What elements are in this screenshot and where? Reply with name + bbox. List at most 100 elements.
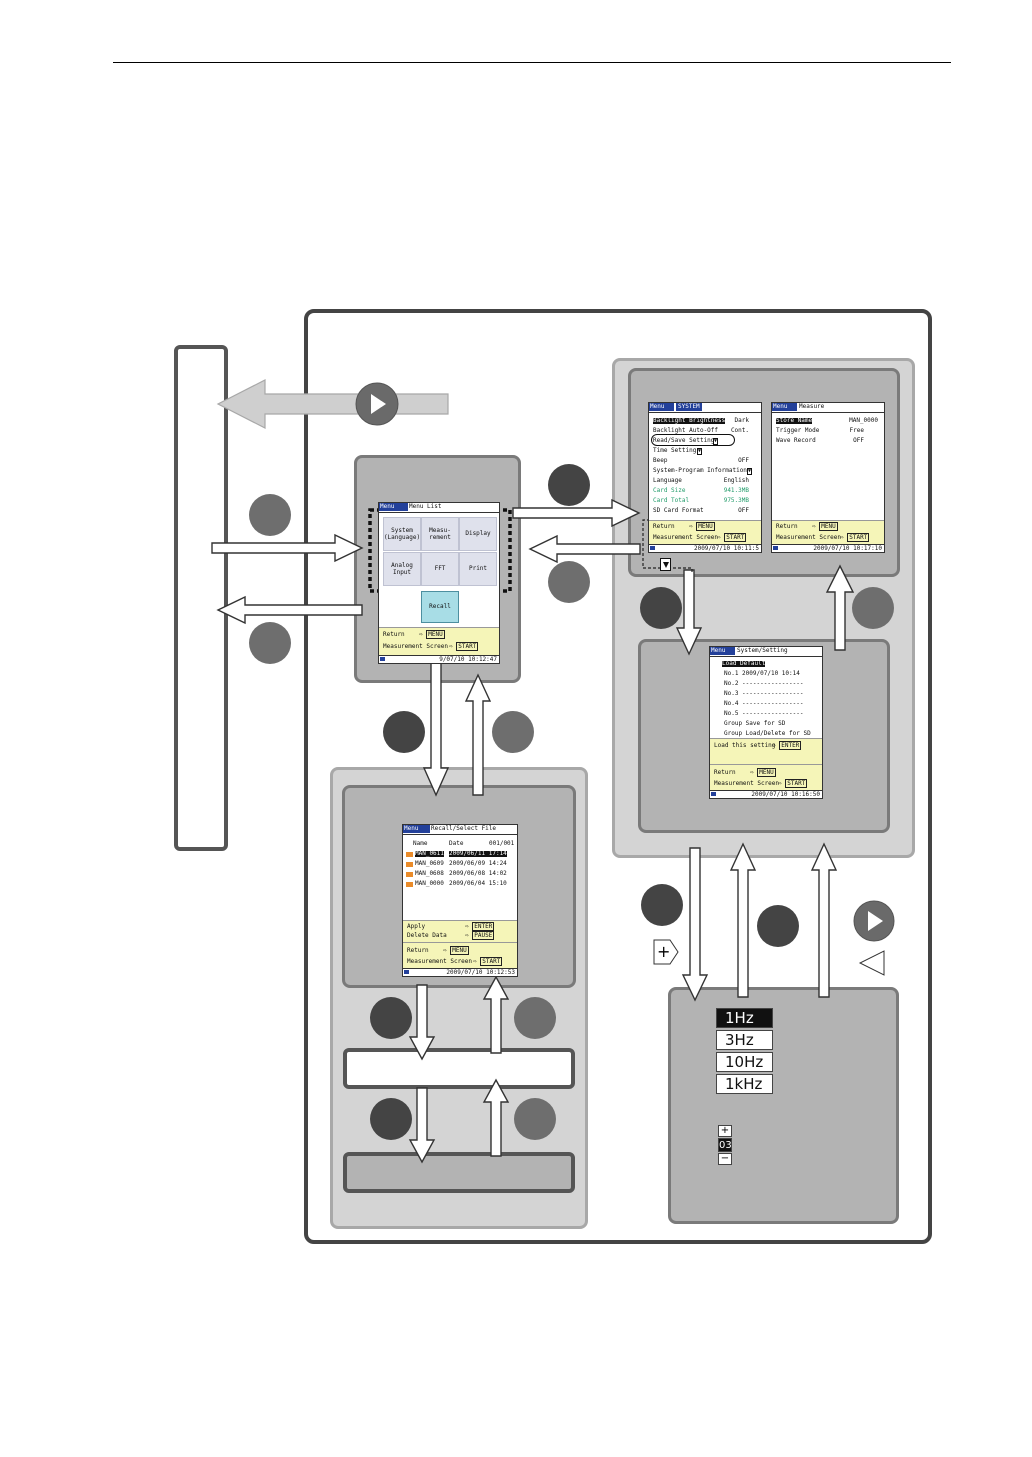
file-icon (406, 882, 413, 887)
setting-row[interactable]: No.1 2009/07/10 10:14 (724, 670, 800, 677)
menu-key: MENU (757, 768, 776, 777)
system-row-label[interactable]: Language (653, 477, 682, 484)
menu-cell-fft[interactable]: FFT (421, 552, 459, 586)
read-save-highlight (651, 434, 735, 446)
arrow-start-to-bar (216, 379, 449, 429)
system-row-label[interactable]: Time Setting (653, 447, 697, 454)
enter-key: ENTER (779, 741, 802, 750)
arrow-system-to-menu (528, 534, 641, 564)
col-name: Name (413, 840, 428, 847)
option-select-box (668, 987, 899, 1224)
key-circle-1 (249, 494, 291, 536)
screen-title: Measure (799, 403, 825, 410)
menu-cell-print[interactable]: Print (459, 552, 497, 586)
play-icon-start (355, 382, 399, 426)
system-row-label[interactable]: Read/Save Setting (653, 437, 715, 444)
key-circle-10 (514, 997, 556, 1039)
submenu-arrow-icon: ▼ (747, 468, 753, 475)
system-row-label[interactable]: SD Card Format (653, 507, 704, 514)
setting-row[interactable]: Load Default (722, 660, 766, 667)
screen-date: 2009/07/10 10:17:10 (813, 545, 882, 552)
measure-row-label[interactable]: Trigger Mode (776, 427, 820, 434)
option-1khz[interactable]: 1kHz (716, 1074, 773, 1094)
screen-title: SYSTEM (676, 403, 702, 411)
file-date: 2009/06/09 14:24 (449, 860, 507, 867)
key-circle-14 (757, 905, 799, 947)
option-10hz[interactable]: 10Hz (716, 1052, 773, 1072)
setting-row[interactable]: No.4 ----------------- (724, 700, 804, 707)
start-key: START (724, 533, 747, 542)
setting-row[interactable]: Group Load/Delete for SD (724, 730, 811, 737)
menu-key: MENU (426, 630, 445, 639)
menu-cell-analog[interactable]: Analog Input (383, 552, 421, 586)
arrow-system-to-setting (675, 569, 703, 656)
menu-cell-measurement[interactable]: Measu- rement (421, 517, 459, 551)
measure-row-label[interactable]: Store Name (776, 417, 813, 424)
key-circle-7 (383, 711, 425, 753)
key-circle-9 (370, 997, 412, 1039)
plus-key-label: + (657, 942, 671, 961)
return-label: Return (653, 523, 675, 530)
header-rule (113, 62, 951, 63)
arrow-recall-to-menu (464, 673, 492, 796)
stepper-minus-button[interactable]: − (718, 1153, 732, 1165)
system-row-label[interactable]: Card Total (653, 497, 690, 504)
submenu-arrow-icon: ▼ (697, 448, 703, 455)
option-1hz[interactable]: 1Hz (716, 1008, 773, 1028)
stepper-value[interactable]: 03 (718, 1138, 732, 1152)
measure-row-value: OFF (853, 437, 864, 444)
menu-cell-display[interactable]: Display (459, 517, 497, 551)
system-row-value: OFF (738, 507, 749, 514)
file-icon (406, 872, 413, 877)
setting-row[interactable]: Group Save for SD (724, 720, 786, 727)
arrow-setting-to-options (681, 847, 709, 1002)
measurement-label: Measurement Screen (383, 643, 449, 650)
screen-date: 2009/07/10 10:11:5 (693, 545, 759, 552)
stepper-plus-button[interactable]: + (718, 1125, 732, 1137)
load-label: Load this setting (714, 742, 776, 749)
enter-key: ENTER (472, 922, 495, 931)
arrow-menu-to-system (512, 498, 641, 528)
system-row-value: Dark (734, 417, 749, 424)
screen-title: System/Setting (737, 647, 788, 654)
arrow-options-to-setting-2 (810, 842, 838, 998)
key-circle-5 (640, 587, 682, 629)
file-name[interactable]: MAN_0609 (415, 860, 444, 867)
key-circle-12 (514, 1098, 556, 1140)
setting-row[interactable]: No.2 ----------------- (724, 680, 804, 687)
arrow-bar2-to-bar1 (482, 1078, 510, 1157)
system-row-label[interactable]: System-Program Information (653, 467, 747, 474)
play-icon-options (853, 900, 895, 942)
setting-row[interactable]: No.5 ----------------- (724, 710, 804, 717)
measure-row-value: MAN_0000 (849, 417, 878, 424)
system-row-label[interactable]: Card Size (653, 487, 686, 494)
arrow-bar1-to-bar2 (408, 1087, 436, 1164)
menu-cell-recall[interactable]: Recall (421, 591, 459, 623)
screen-menu-tag: Menu (649, 403, 674, 411)
step-bar-1 (343, 1048, 575, 1089)
arrow-bar1-to-recall (482, 975, 510, 1054)
option-3hz[interactable]: 3Hz (716, 1030, 773, 1050)
file-name[interactable]: MAN_0608 (415, 870, 444, 877)
screen-menu-tag: Menu (403, 825, 430, 833)
system-row-value: 975.3MB (723, 497, 749, 504)
arrow-recall-to-bar1 (408, 984, 436, 1061)
system-row-label[interactable]: Backlight Auto-Off (653, 427, 719, 434)
menu-cell-system[interactable]: System (Language) (383, 517, 421, 551)
key-circle-2 (249, 622, 291, 664)
system-row-label[interactable]: Beep (653, 457, 668, 464)
pause-key: PAUSE (472, 931, 495, 940)
start-key: START (847, 533, 870, 542)
setting-row[interactable]: No.3 ----------------- (724, 690, 804, 697)
measure-row-value: Free (849, 427, 864, 434)
file-name[interactable]: MAN_0000 (415, 880, 444, 887)
system-row-label[interactable]: Backlight Brightness (653, 417, 726, 424)
measure-row-label[interactable]: Wave Record (776, 437, 816, 444)
file-name[interactable]: MAN_0611 (415, 850, 444, 857)
dashed-bracket (642, 519, 693, 572)
system-row-value: OFF (738, 457, 749, 464)
